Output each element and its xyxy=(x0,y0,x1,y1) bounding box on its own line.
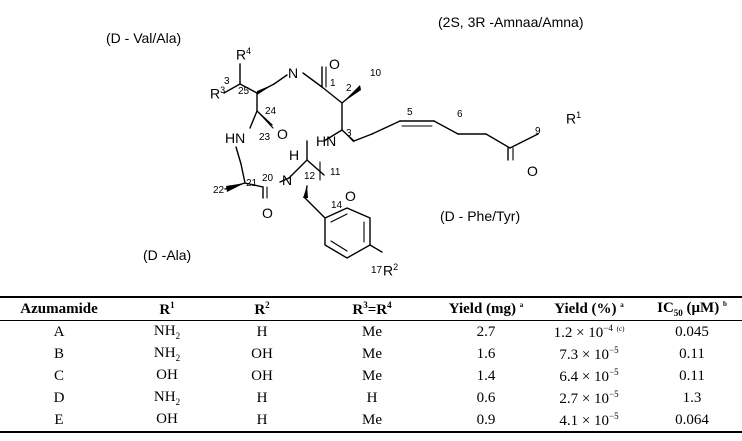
phe-tyr-residue-label: (D - Phe/Tyr) xyxy=(440,208,521,224)
azumamide-data-table: Azumamide R1 R2 R3=R4 Yield (mg) a Yield… xyxy=(0,296,742,433)
cell-yield-percent: 2.7 × 10−5 xyxy=(559,388,619,407)
o-label: O xyxy=(262,205,273,221)
cell-yield-percent: 6.4 × 10−5 xyxy=(559,366,619,385)
cell-r3-r4: Me xyxy=(362,345,382,362)
val-ala-residue-label: (D - Val/Ala) xyxy=(106,30,182,46)
cell-name: A xyxy=(53,323,65,340)
header-r1: R1 xyxy=(118,296,216,321)
cell-r1: NH2 xyxy=(153,323,181,341)
atom-number-3-branch: 3 xyxy=(224,76,230,87)
cell-yield-mg: 1.4 xyxy=(476,367,496,384)
atom-number-1: 1 xyxy=(330,78,336,89)
amnaa-residue-label: (2S, 3R -Amnaa/Amna) xyxy=(438,14,584,30)
cell-r3-r4: Me xyxy=(308,409,436,433)
cell-ic50: 0.045 xyxy=(675,323,709,340)
cell-ic50: 1.3 xyxy=(682,389,702,406)
table-row: B NH2 OH Me 1.6 7.3 × 10−5 0.11 xyxy=(0,343,742,365)
atom-number-14: 14 xyxy=(331,200,343,211)
cell-r1: OH xyxy=(118,409,216,433)
h-label: H xyxy=(289,147,300,163)
header-ic50: IC50 (μM) b xyxy=(642,296,742,321)
atom-number-3: 3 xyxy=(346,128,352,139)
atom-number-23: 23 xyxy=(259,132,271,143)
header-yield-mg: Yield (mg) a xyxy=(436,296,536,321)
atom-number-24: 24 xyxy=(265,106,277,117)
cell-r2: H xyxy=(216,409,308,433)
cell-yield-percent: 1.2 × 10−4 (c) xyxy=(553,322,625,341)
r4-label: R4 xyxy=(236,46,252,63)
cell-yield-mg: 1.6 xyxy=(476,345,496,362)
table-row: E OH H Me 0.9 4.1 × 10−5 0.064 xyxy=(0,409,742,433)
cell-r1: OH xyxy=(156,367,178,383)
cell-ic50: 0.11 xyxy=(679,345,705,362)
cell-name: D xyxy=(53,389,65,406)
atom-number-17: 17 xyxy=(371,265,383,276)
ala-residue-label: (D -Ala) xyxy=(143,247,192,263)
cell-r2: OH xyxy=(251,367,273,384)
cell-r1: NH2 xyxy=(153,389,181,407)
cell-name: B xyxy=(53,345,64,362)
hn-label: HN xyxy=(225,130,246,146)
atom-number-9: 9 xyxy=(535,126,541,137)
o-label: O xyxy=(345,188,356,204)
atom-number-25: 25 xyxy=(238,86,250,97)
cell-r3-r4: H xyxy=(366,389,378,406)
atom-number-22: 22 xyxy=(213,185,225,196)
atom-number-11: 11 xyxy=(330,167,341,178)
cell-name: C xyxy=(53,367,64,384)
atom-number-6: 6 xyxy=(457,109,463,120)
cell-ic50: 0.064 xyxy=(642,409,742,433)
o-label: O xyxy=(277,126,288,142)
atom-number-21: 21 xyxy=(246,178,258,189)
atom-number-12: 12 xyxy=(304,171,316,182)
table-row: D NH2 H H 0.6 2.7 × 10−5 1.3 xyxy=(0,387,742,409)
cell-r3-r4: Me xyxy=(362,323,382,340)
r2-label: R2 xyxy=(383,262,399,279)
r3-label: R3 xyxy=(210,85,226,102)
header-yield-percent: Yield (%) a xyxy=(536,296,642,321)
atom-number-20: 20 xyxy=(262,173,274,184)
header-r2: R2 xyxy=(216,296,308,321)
cell-r2: H xyxy=(256,323,268,340)
cell-yield-percent: 4.1 × 10−5 xyxy=(536,409,642,433)
cell-ic50: 0.11 xyxy=(679,367,705,384)
table-row: C OH OH Me 1.4 6.4 × 10−5 0.11 xyxy=(0,365,742,387)
cell-yield-mg: 0.9 xyxy=(436,409,536,433)
r1-label: R1 xyxy=(566,110,582,127)
cell-r3-r4: Me xyxy=(362,367,382,384)
cell-r2: H xyxy=(256,389,268,406)
table-header-row: Azumamide R1 R2 R3=R4 Yield (mg) a Yield… xyxy=(0,296,742,321)
cell-name: E xyxy=(0,409,118,433)
chemical-structure-figure: (2S, 3R -Amnaa/Amna) (D - Val/Ala) (D - … xyxy=(106,14,584,279)
cell-yield-mg: 2.7 xyxy=(476,323,496,340)
atom-number-2: 2 xyxy=(346,83,352,94)
cell-r2: OH xyxy=(251,345,273,362)
azumamide-structure-drawing xyxy=(223,63,539,259)
cell-yield-mg: 0.6 xyxy=(476,389,496,406)
n-label: N xyxy=(288,65,299,81)
n-label: N xyxy=(282,172,293,188)
header-r3-r4: R3=R4 xyxy=(308,296,436,321)
atom-number-5: 5 xyxy=(407,107,413,118)
header-azumamide: Azumamide xyxy=(0,296,118,321)
atom-number-10: 10 xyxy=(370,68,382,79)
o-label: O xyxy=(329,56,340,72)
nh-label: HN xyxy=(316,133,337,149)
o-label: O xyxy=(527,163,538,179)
cell-yield-percent: 7.3 × 10−5 xyxy=(559,344,619,363)
cell-r1: NH2 xyxy=(153,345,181,363)
table-row: A NH2 H Me 2.7 1.2 × 10−4 (c) 0.045 xyxy=(0,321,742,344)
